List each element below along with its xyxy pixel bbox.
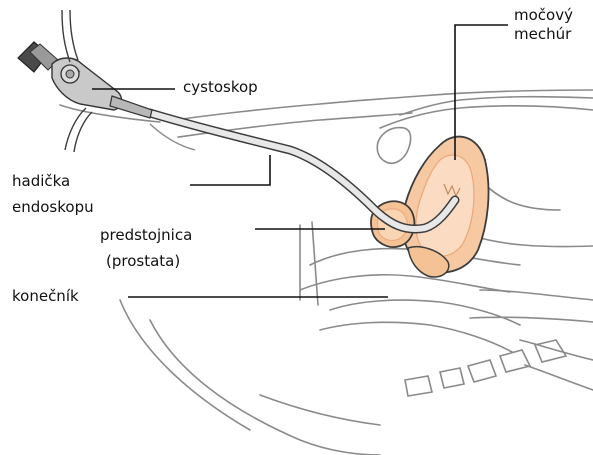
cystoscope-device: [18, 10, 195, 152]
label-tube: hadička endoskopu: [12, 168, 94, 220]
label-rectum-text: konečník: [12, 287, 79, 306]
label-tube-line1: hadička: [12, 168, 94, 194]
label-prostate-line1: predstojnica: [100, 222, 192, 248]
label-bladder-line2: mechúr: [514, 25, 573, 44]
label-prostate: predstojnica (prostata): [100, 222, 192, 274]
label-cystoscope-text: cystoskop: [183, 78, 258, 97]
leader-tube: [190, 155, 270, 185]
label-prostate-line2: (prostata): [100, 248, 192, 274]
label-rectum: konečník: [12, 287, 79, 306]
label-cystoscope: cystoskop: [183, 78, 258, 97]
label-tube-line2: endoskopu: [12, 194, 94, 220]
label-bladder-line1: močový: [514, 6, 573, 25]
label-bladder: močový mechúr: [514, 6, 573, 44]
